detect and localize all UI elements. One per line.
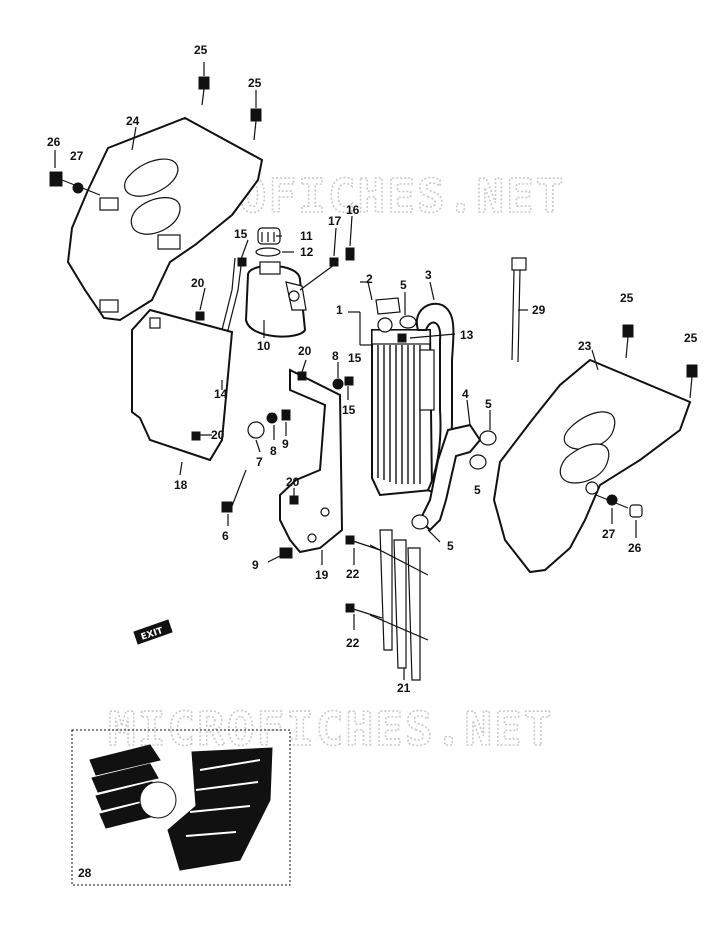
part-7-collar — [247, 421, 265, 439]
label-2: 2 — [366, 272, 373, 286]
label-6: 6 — [222, 529, 229, 543]
label-22: 22 — [346, 567, 360, 581]
label-14: 14 — [214, 387, 228, 401]
part-25-bolt-right-2 — [686, 364, 698, 399]
kit-decal-right — [167, 747, 273, 871]
part-15-bolt-lower — [344, 376, 354, 386]
label-3: 3 — [425, 268, 432, 282]
label-5: 5 — [400, 278, 407, 292]
label-15: 15 — [234, 227, 248, 241]
label-9: 9 — [282, 437, 289, 451]
label-25: 25 — [684, 331, 698, 345]
label-24: 24 — [126, 114, 140, 128]
part-25-bolt-right-1 — [622, 324, 634, 359]
part-25-bolt-top-left — [198, 62, 210, 106]
part-22-screw-2 — [345, 603, 383, 619]
part-21-louver-set — [369, 529, 429, 681]
part-1-radiator — [371, 317, 435, 497]
part-24-left-shroud — [66, 116, 264, 322]
part-25-bolt-top-right — [250, 90, 262, 141]
label-16: 16 — [346, 203, 360, 217]
label-26: 26 — [47, 135, 61, 149]
label-25: 25 — [194, 43, 208, 57]
label-15: 15 — [342, 403, 356, 417]
part-29-strap — [511, 257, 527, 363]
label-28: 28 — [78, 866, 92, 880]
part-26-27-bolt-washer-right — [595, 494, 643, 518]
part-22-screw-1 — [345, 535, 381, 551]
label-9: 9 — [252, 558, 259, 572]
label-19: 19 — [315, 568, 329, 582]
watermark-bottom: MICROFICHES.NET — [108, 702, 553, 756]
label-5: 5 — [485, 397, 492, 411]
emblem-badge: EXIT — [133, 619, 173, 645]
callout-labels: 25 25 24 26 27 15 11 12 17 16 20 10 14 2… — [47, 43, 698, 880]
part-8-washer — [266, 378, 344, 424]
label-7: 7 — [256, 455, 263, 469]
part-6-bolt — [221, 469, 247, 513]
label-27: 27 — [602, 527, 616, 541]
part-5-hose-clamp-1 — [399, 315, 417, 329]
part-19-lower-bracket — [279, 368, 344, 554]
label-15: 15 — [348, 351, 362, 365]
label-20: 20 — [191, 276, 205, 290]
label-8: 8 — [332, 349, 339, 363]
part-11-reservoir-cap — [257, 227, 281, 245]
label-23: 23 — [578, 339, 592, 353]
kit-decal-left — [89, 744, 177, 829]
label-20: 20 — [286, 475, 300, 489]
part-10-reservoir-tank — [244, 261, 307, 338]
label-21: 21 — [397, 681, 411, 695]
label-26: 26 — [628, 541, 642, 555]
part-16-17-bolt — [299, 247, 355, 291]
label-27: 27 — [70, 149, 84, 163]
part-28-decal-kit-box — [71, 729, 291, 886]
label-18: 18 — [174, 478, 188, 492]
part-13-fitting — [397, 333, 407, 343]
part-15-clamp-top — [237, 257, 247, 267]
label-4: 4 — [462, 387, 469, 401]
label-22: 22 — [346, 636, 360, 650]
part-23-right-shroud — [492, 358, 692, 574]
label-25: 25 — [620, 291, 634, 305]
label-20: 20 — [211, 428, 225, 442]
label-8: 8 — [270, 444, 277, 458]
label-25: 25 — [248, 76, 262, 90]
part-5-hose-clamp-2 — [479, 430, 497, 446]
leader-lines — [131, 126, 637, 680]
label-10: 10 — [257, 339, 271, 353]
label-17: 17 — [328, 214, 342, 228]
label-13: 13 — [460, 328, 474, 342]
label-5: 5 — [474, 483, 481, 497]
part-5-hose-clamp-4 — [411, 514, 429, 530]
part-26-27-bolt-washer-left — [49, 150, 101, 196]
part-18-left-bracket — [131, 308, 234, 462]
part-5-hose-clamp-3 — [469, 454, 487, 470]
part-2-radiator-cap — [375, 297, 401, 315]
part-12-gasket — [255, 247, 281, 257]
part-9-nut — [279, 409, 293, 559]
label-20: 20 — [298, 344, 312, 358]
part-4-lower-hose — [418, 423, 482, 532]
label-12: 12 — [300, 245, 314, 259]
label-11: 11 — [300, 229, 313, 243]
label-29: 29 — [532, 303, 546, 317]
label-5: 5 — [447, 539, 454, 553]
label-1: 1 — [336, 303, 343, 317]
